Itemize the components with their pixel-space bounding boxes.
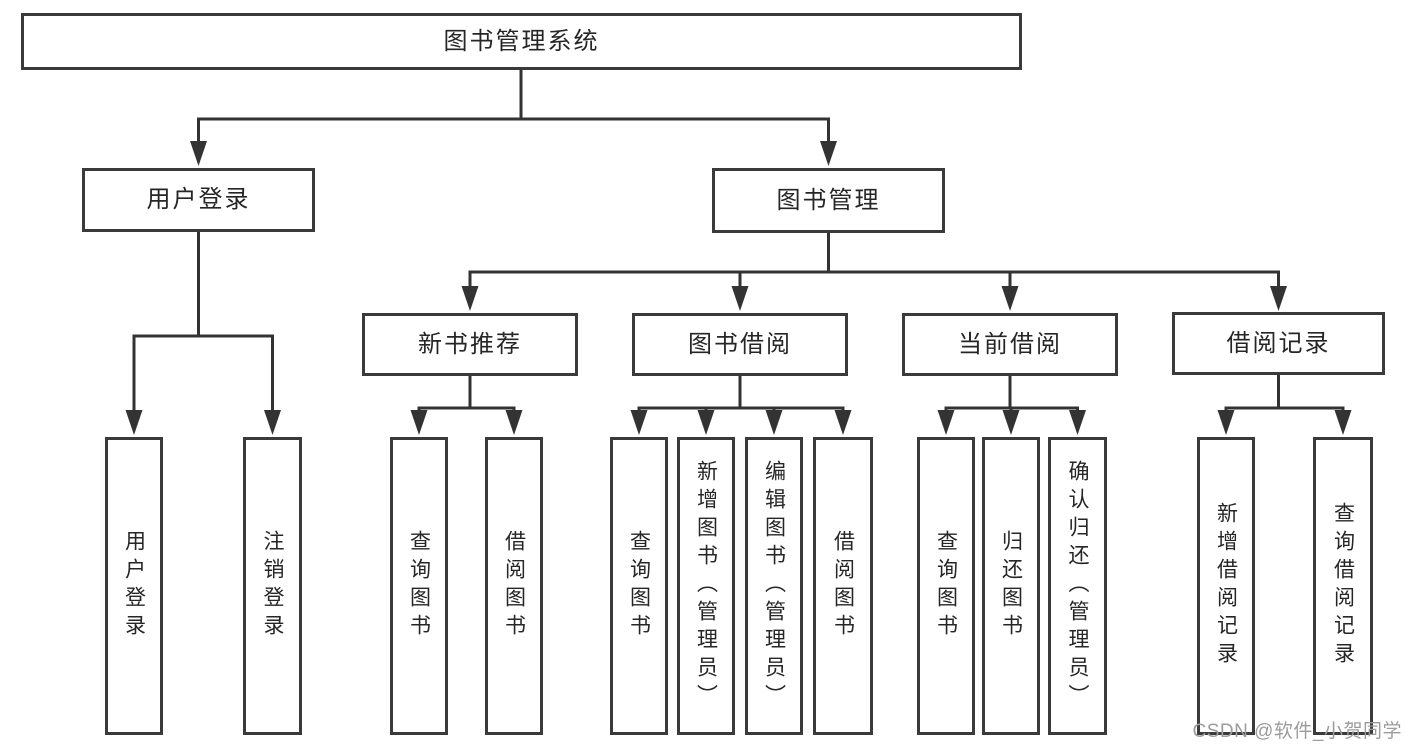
leaf-edit-book-admin: 编辑图书（管理员） (745, 437, 803, 735)
node-current-borrowing: 当前借阅 (902, 313, 1118, 376)
node-label: 图书借阅 (688, 330, 792, 358)
leaf-return-book: 归还图书 (982, 437, 1040, 735)
arrowhead-icon (731, 286, 749, 311)
leaf-label: 新增借阅记录 (1214, 502, 1238, 670)
leaf-label: 注销登录 (261, 530, 285, 642)
arrowhead-icon (834, 410, 852, 435)
arrowhead-icon (1217, 410, 1235, 435)
arrowhead-icon (1270, 286, 1287, 311)
node-label: 用户登录 (146, 186, 251, 213)
leaf-add-book-admin: 新增图书（管理员） (677, 437, 735, 735)
leaf-label: 确认归还（管理员） (1066, 460, 1090, 712)
arrowhead-icon (505, 410, 523, 435)
watermark: CSDN @软件_小贺同学 (1192, 721, 1402, 742)
arrowhead-icon (1002, 410, 1020, 435)
leaf-query-books-borrowing: 查询图书 (610, 437, 668, 735)
node-label: 图书管理系统 (443, 27, 600, 55)
leaf-label: 查询图书 (407, 530, 431, 642)
leaf-borrow-books-recommend: 借阅图书 (485, 437, 543, 735)
leaf-query-borrow-record: 查询借阅记录 (1313, 437, 1373, 735)
node-library-management-system: 图书管理系统 (21, 13, 1022, 70)
node-book-management: 图书管理 (712, 168, 945, 233)
arrowhead-icon (820, 141, 837, 166)
leaf-label: 查询借阅记录 (1331, 502, 1355, 670)
arrowhead-icon (1001, 286, 1019, 311)
leaf-label: 查询图书 (934, 530, 958, 642)
node-new-book-recommendation: 新书推荐 (362, 313, 578, 376)
arrowhead-icon (461, 286, 479, 311)
leaf-borrow-books: 借阅图书 (813, 437, 873, 735)
leaf-confirm-return-admin: 确认归还（管理员） (1048, 437, 1107, 735)
node-book-borrowing: 图书借阅 (632, 313, 848, 376)
node-label: 新书推荐 (418, 330, 522, 358)
arrowhead-icon (410, 410, 428, 435)
node-label: 借阅记录 (1226, 329, 1331, 357)
arrowhead-icon (190, 141, 207, 166)
leaf-label: 查询图书 (627, 530, 651, 642)
leaf-query-books-recommend: 查询图书 (390, 437, 448, 735)
arrowhead-icon (937, 410, 955, 435)
arrowhead-icon (264, 410, 281, 435)
leaf-user-login: 用户登录 (105, 437, 163, 735)
arrowhead-icon (697, 410, 715, 435)
node-label: 当前借阅 (958, 330, 1062, 358)
node-label: 图书管理 (776, 186, 881, 214)
arrowhead-icon (125, 410, 143, 435)
node-user-login: 用户登录 (82, 168, 315, 232)
arrowhead-icon (765, 410, 783, 435)
leaf-label: 编辑图书（管理员） (762, 460, 786, 712)
leaf-label: 借阅图书 (502, 530, 526, 642)
arrowhead-icon (1069, 410, 1086, 435)
leaf-label: 借阅图书 (831, 530, 855, 642)
leaf-logout: 注销登录 (243, 437, 302, 735)
leaf-query-books-current: 查询图书 (917, 437, 975, 735)
leaf-label: 用户登录 (122, 530, 146, 642)
arrowhead-icon (630, 410, 648, 435)
leaf-label: 新增图书（管理员） (694, 460, 718, 712)
arrowhead-icon (1334, 410, 1352, 435)
leaf-label: 归还图书 (999, 530, 1023, 642)
leaf-add-borrow-record: 新增借阅记录 (1197, 437, 1255, 735)
node-borrowing-records: 借阅记录 (1172, 312, 1385, 375)
